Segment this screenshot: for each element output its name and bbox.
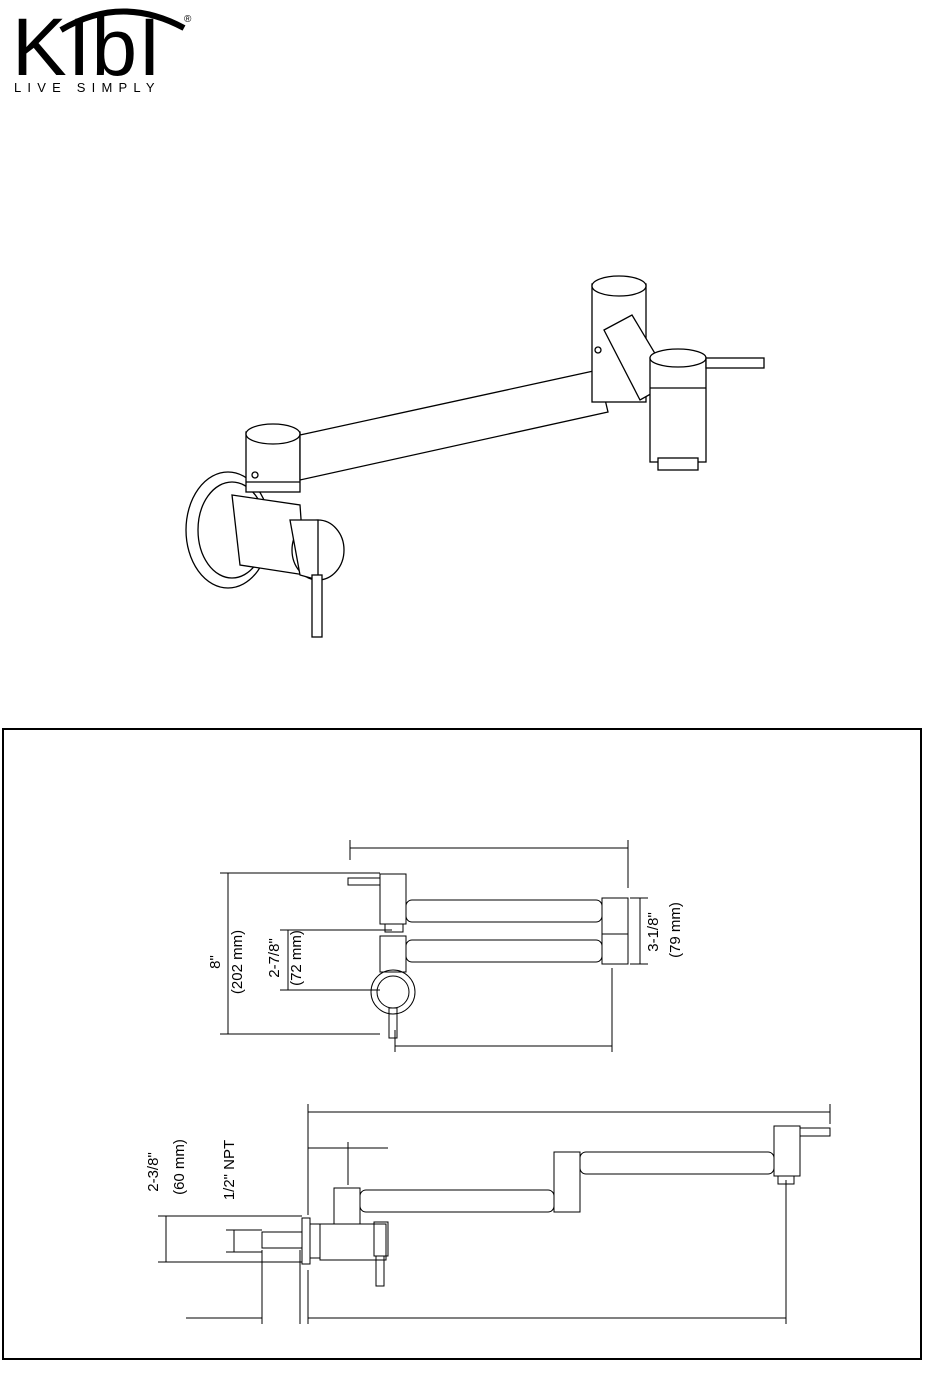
flange-mm-label: (60 mm) <box>171 1139 188 1195</box>
inlet-spacing-mm-label: (72 mm) <box>288 930 305 986</box>
height-mm-label: (202 mm) <box>229 930 246 994</box>
height-in-label: 8" <box>207 955 224 969</box>
inlet-spacing-in-label: 2-7/8" <box>266 938 283 978</box>
flange-in-label: 2-3/8" <box>145 1152 162 1192</box>
thread-size-label: 1/2" NPT <box>221 1140 238 1200</box>
arm-spacing-mm-label: (79 mm) <box>667 902 684 958</box>
arm-spacing-in-label: 3-1/8" <box>645 912 662 952</box>
